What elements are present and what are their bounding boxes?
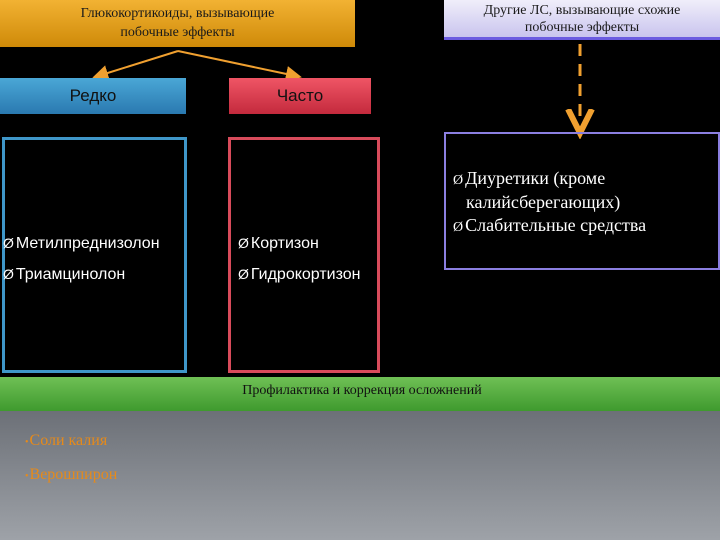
bullet-arrow-icon: Ø <box>3 266 14 282</box>
other-drugs-box <box>444 132 720 270</box>
other-drug-label: Диуретики (кроме <box>465 168 606 188</box>
measure-item: •Соли калия <box>25 431 107 453</box>
other-drugs-header-line2: побочные эффекты <box>524 20 640 35</box>
rare-drug-label: Триамцинолон <box>15 266 126 283</box>
category-rare: Редко <box>0 78 186 114</box>
bullet-icon: • <box>25 471 29 482</box>
bullet-arrow-icon: Ø <box>453 173 464 188</box>
prophylaxis-title: Профилактика и коррекция осложнений <box>0 377 720 411</box>
arrow-to-rare <box>92 50 179 81</box>
glucocorticoids-header: Глюкокортикоиды, вызывающие побочные эфф… <box>0 0 355 47</box>
category-frequent: Часто <box>229 78 371 114</box>
rare-drug-label: Метилпреднизолон <box>15 235 160 252</box>
frequent-drugs-box <box>228 137 380 373</box>
other-drug-continuation: калийсберегающих) <box>466 192 621 212</box>
other-drug-label: Слабительные средства <box>465 215 647 235</box>
arrow-to-frequent <box>177 50 302 82</box>
glucocorticoids-header-line2: побочные эффекты <box>120 25 235 40</box>
measure-item: •Верошпирон <box>25 465 117 487</box>
bullet-arrow-icon: Ø <box>453 220 464 235</box>
other-drugs-header: Другие ЛС, вызывающие схожие побочные эф… <box>444 0 720 40</box>
frequent-drug-label: Гидрокортизон <box>250 266 361 283</box>
bullet-arrow-icon: Ø <box>238 266 249 282</box>
bullet-icon: • <box>25 437 29 448</box>
measure-label: Верошпирон <box>29 466 118 483</box>
prophylaxis-panel <box>0 411 720 540</box>
measure-label: Соли калия <box>29 432 108 449</box>
bullet-arrow-icon: Ø <box>3 235 14 251</box>
bullet-arrow-icon: Ø <box>238 235 249 251</box>
rare-drugs-box <box>2 137 187 373</box>
frequent-drug-label: Кортизон <box>250 235 319 252</box>
other-drugs-header-line1: Другие ЛС, вызывающие схожие <box>483 3 681 18</box>
glucocorticoids-header-line1: Глюкокортикоиды, вызывающие <box>80 6 275 21</box>
